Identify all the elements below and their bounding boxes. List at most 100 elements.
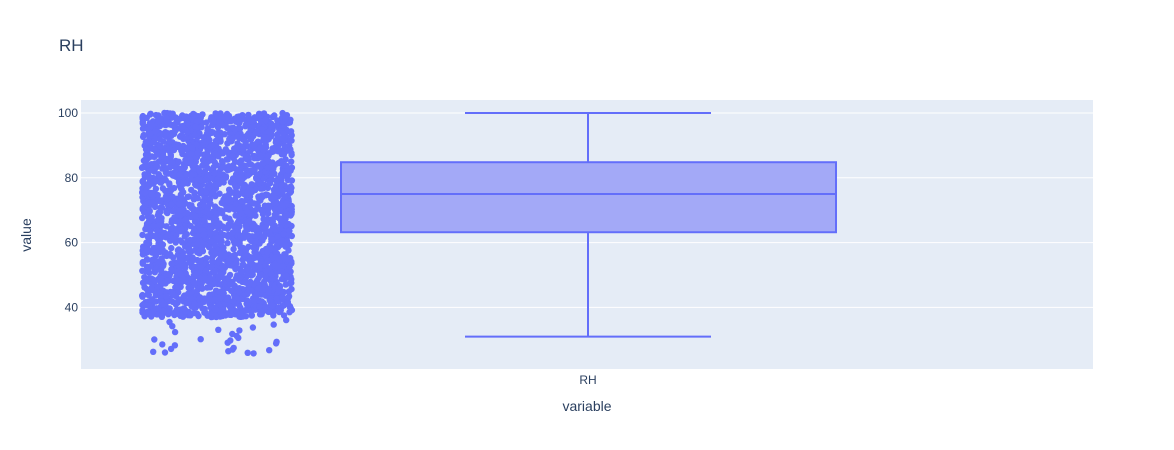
data-point bbox=[170, 277, 177, 285]
data-point bbox=[245, 130, 252, 137]
data-point bbox=[196, 222, 203, 230]
data-point bbox=[265, 202, 272, 209]
data-point bbox=[185, 290, 193, 297]
data-point bbox=[156, 238, 164, 246]
data-point bbox=[278, 218, 285, 225]
data-point bbox=[264, 249, 271, 256]
data-point bbox=[246, 280, 253, 287]
data-point bbox=[167, 187, 175, 194]
data-point bbox=[217, 295, 224, 302]
data-point bbox=[196, 248, 203, 255]
data-point bbox=[168, 111, 176, 118]
data-point bbox=[201, 217, 208, 224]
data-point bbox=[235, 288, 243, 296]
data-point bbox=[212, 150, 219, 158]
data-point bbox=[192, 123, 199, 130]
data-point bbox=[248, 237, 255, 245]
data-point bbox=[270, 148, 277, 155]
data-point bbox=[269, 236, 276, 243]
data-point bbox=[153, 164, 160, 171]
data-point bbox=[181, 292, 188, 300]
data-point bbox=[255, 284, 263, 292]
data-point bbox=[197, 257, 204, 264]
data-point bbox=[215, 224, 222, 231]
data-point bbox=[230, 245, 237, 253]
data-point bbox=[288, 232, 295, 240]
data-point bbox=[202, 189, 210, 196]
data-point bbox=[222, 174, 230, 181]
data-point bbox=[271, 170, 278, 177]
data-point bbox=[151, 277, 159, 285]
data-point bbox=[143, 139, 150, 146]
data-point bbox=[156, 142, 164, 150]
data-point bbox=[169, 254, 177, 261]
data-point bbox=[157, 198, 164, 205]
data-point bbox=[169, 298, 176, 306]
data-point bbox=[238, 197, 245, 205]
data-point bbox=[201, 306, 208, 314]
data-point bbox=[253, 292, 260, 300]
data-point bbox=[213, 131, 220, 138]
data-point bbox=[146, 130, 154, 137]
data-point bbox=[151, 256, 158, 263]
data-point bbox=[145, 310, 152, 317]
data-point bbox=[284, 256, 292, 263]
data-point bbox=[286, 309, 293, 316]
data-point bbox=[181, 305, 188, 313]
data-point bbox=[252, 212, 259, 219]
data-point bbox=[169, 207, 176, 215]
data-point bbox=[269, 275, 276, 282]
data-point bbox=[182, 156, 189, 164]
data-point bbox=[252, 264, 259, 271]
data-point bbox=[251, 222, 258, 230]
data-point bbox=[287, 188, 295, 195]
data-point bbox=[175, 158, 182, 165]
data-point bbox=[280, 263, 287, 270]
data-point bbox=[146, 120, 153, 127]
data-point bbox=[280, 130, 287, 137]
data-point bbox=[279, 150, 286, 158]
data-point bbox=[174, 211, 181, 218]
data-point bbox=[204, 129, 211, 136]
data-point bbox=[227, 221, 234, 228]
data-point bbox=[147, 228, 154, 235]
data-point bbox=[229, 330, 236, 338]
data-point bbox=[162, 293, 170, 300]
data-point bbox=[207, 311, 214, 319]
data-point bbox=[236, 125, 244, 132]
data-point bbox=[262, 116, 269, 124]
data-point bbox=[250, 141, 258, 149]
data-point bbox=[261, 278, 268, 285]
data-point bbox=[143, 256, 151, 263]
data-point bbox=[230, 344, 237, 352]
data-point bbox=[154, 191, 161, 199]
data-point bbox=[218, 121, 226, 128]
data-point bbox=[188, 171, 195, 179]
data-point bbox=[208, 114, 215, 121]
data-point bbox=[159, 341, 166, 348]
data-point bbox=[216, 171, 224, 178]
data-point bbox=[188, 186, 195, 194]
data-point bbox=[264, 257, 272, 264]
data-point bbox=[288, 164, 296, 171]
data-point bbox=[154, 283, 161, 290]
data-point bbox=[206, 210, 213, 217]
data-point bbox=[206, 136, 213, 144]
data-point bbox=[265, 289, 272, 296]
data-point bbox=[257, 143, 264, 150]
data-point bbox=[169, 235, 177, 242]
data-point bbox=[176, 247, 183, 254]
data-point bbox=[206, 276, 213, 283]
data-point bbox=[142, 146, 150, 153]
data-point bbox=[266, 228, 273, 235]
data-point bbox=[148, 191, 155, 198]
data-point bbox=[190, 227, 198, 234]
data-point bbox=[214, 234, 221, 241]
data-point bbox=[162, 233, 169, 241]
data-point bbox=[255, 179, 263, 187]
data-point bbox=[264, 134, 272, 141]
data-point bbox=[236, 249, 243, 256]
data-point bbox=[152, 233, 159, 240]
data-point bbox=[239, 112, 246, 119]
